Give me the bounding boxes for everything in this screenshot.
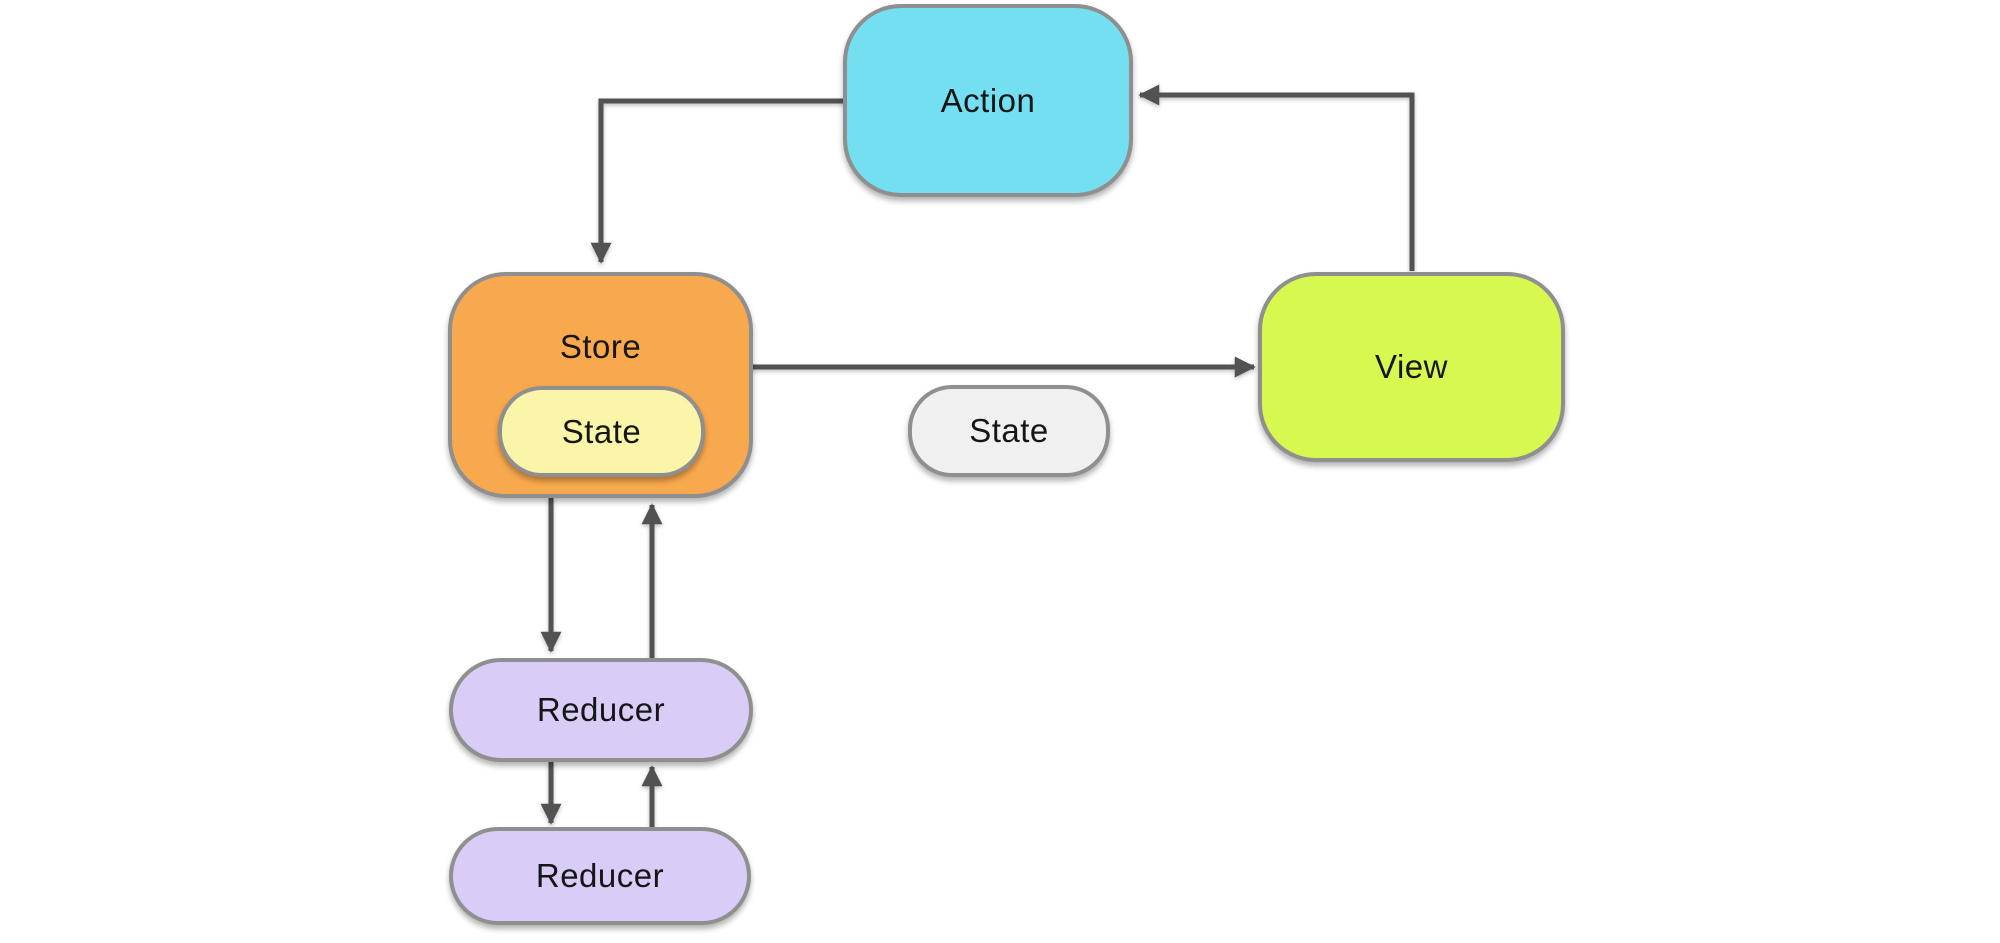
node-view-label: View <box>1375 348 1448 385</box>
node-store-state-label: State <box>561 412 642 450</box>
node-store-state: State <box>498 386 705 477</box>
node-reducer-bottom: Reducer <box>449 827 751 925</box>
edge-view-to-action <box>1138 84 1415 271</box>
node-view: View <box>1258 272 1565 462</box>
node-store: Store State <box>448 272 753 498</box>
node-reducer-bottom-label: Reducer <box>535 857 665 894</box>
node-action-label: Action <box>940 81 1036 119</box>
node-reducer-top: Reducer <box>449 658 753 762</box>
node-state-label: State <box>969 412 1049 449</box>
edge-action-to-store <box>590 98 845 264</box>
node-reducer-top-label: Reducer <box>536 691 666 728</box>
node-action: Action <box>843 4 1133 197</box>
node-store-label: Store <box>559 328 642 365</box>
node-state: State <box>908 385 1110 477</box>
